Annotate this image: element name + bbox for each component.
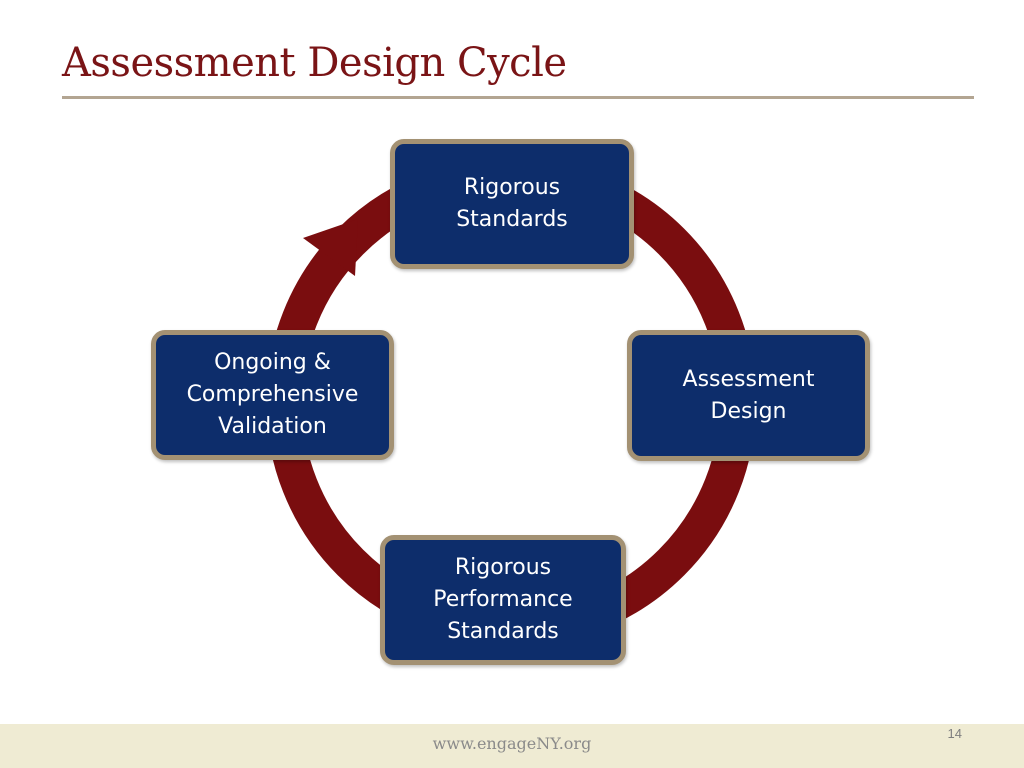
cycle-node-label: Rigorous Performance Standards: [433, 555, 573, 644]
cycle-node-assessment-design: Assessment Design: [627, 330, 870, 461]
cycle-node-label: Assessment Design: [682, 366, 815, 424]
title-divider: [62, 96, 974, 99]
footer-band: www.engageNY.org 14: [0, 724, 1024, 768]
cycle-node-rigorous-standards: Rigorous Standards: [390, 139, 634, 269]
cycle-node-performance-standards: Rigorous Performance Standards: [380, 535, 626, 665]
cycle-node-validation: Ongoing & Comprehensive Validation: [151, 330, 394, 460]
page-number: 14: [947, 726, 962, 741]
footer-url: www.engageNY.org: [432, 734, 592, 753]
cycle-arrowhead: [303, 219, 358, 276]
slide-title: Assessment Design Cycle: [62, 40, 567, 86]
cycle-node-label: Rigorous Standards: [456, 175, 568, 232]
cycle-node-label: Ongoing & Comprehensive Validation: [186, 350, 359, 439]
